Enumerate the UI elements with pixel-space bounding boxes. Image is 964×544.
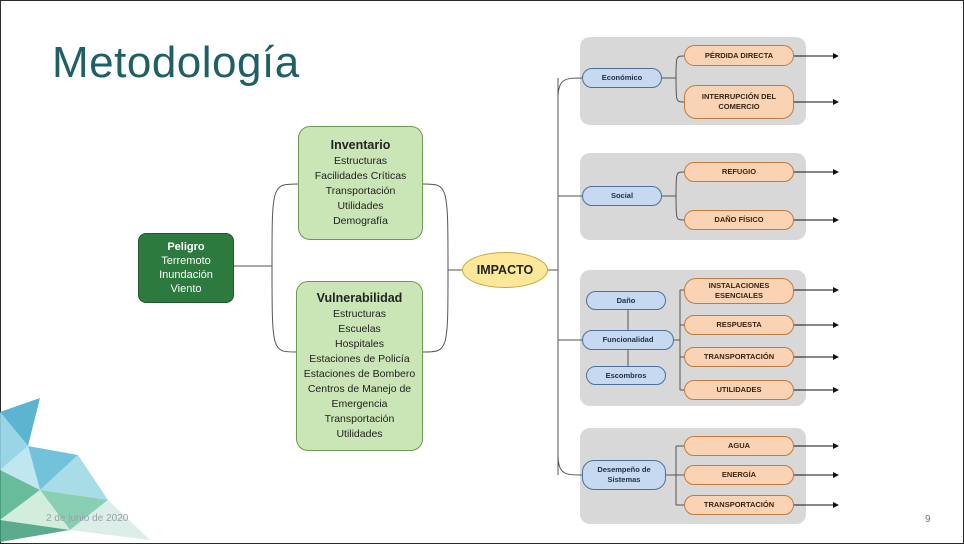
escombros-pill: Escombros	[586, 366, 666, 385]
vulnerabilidad-item: Emergencia	[331, 398, 388, 410]
inventario-item: Transportación	[325, 185, 396, 197]
footer-date: 2 de junio de 2020	[46, 513, 129, 524]
vulnerabilidad-title: Vulnerabilidad	[316, 291, 403, 305]
outcome-perdida-directa: PÉRDIDA DIRECTA	[684, 45, 794, 66]
inventario-item: Facilidades Críticas	[314, 170, 407, 182]
inventario-item: Demografía	[333, 215, 388, 227]
inventario-title: Inventario	[330, 138, 391, 152]
vulnerabilidad-item: Estructuras	[332, 308, 387, 320]
outcome-utilidades: UTILIDADES	[684, 380, 794, 400]
economico-pill: Económico	[582, 68, 662, 88]
outcome-energia: ENERGÍA	[684, 465, 794, 485]
vulnerabilidad-item: Centros de Manejo de	[307, 383, 412, 395]
outcome-dano-fisico: DAÑO FÍSICO	[684, 210, 794, 230]
outcome-refugio: REFUGIO	[684, 162, 794, 182]
inventario-node: Inventario Estructuras Facilidades Críti…	[298, 126, 423, 240]
page-number: 9	[925, 514, 931, 525]
vulnerabilidad-item: Escuelas	[338, 323, 381, 335]
desempeno-sistemas-pill: Desempeño de Sistemas	[582, 460, 666, 490]
vulnerabilidad-node: Vulnerabilidad Estructuras Escuelas Hosp…	[296, 281, 423, 451]
inventario-item: Estructuras	[333, 155, 388, 167]
peligro-item: Terremoto	[161, 255, 211, 267]
funcionalidad-pill: Funcionalidad	[582, 330, 674, 350]
vulnerabilidad-item: Transportación	[324, 413, 395, 425]
impacto-node: IMPACTO	[462, 252, 548, 288]
vulnerabilidad-item: Hospitales	[334, 338, 385, 350]
vulnerabilidad-item: Estaciones de Policía	[309, 353, 410, 365]
vulnerabilidad-item: Utilidades	[336, 428, 383, 440]
slide-title: Metodología	[52, 38, 300, 87]
inventario-item: Utilidades	[337, 200, 384, 212]
decorative-triangles	[0, 398, 150, 542]
peligro-item: Viento	[170, 283, 202, 295]
peligro-item: Inundación	[159, 269, 213, 281]
dano-pill: Daño	[586, 291, 666, 310]
outcome-agua: AGUA	[684, 436, 794, 456]
social-pill: Social	[582, 186, 662, 206]
outcome-transportacion: TRANSPORTACIÓN	[684, 347, 794, 367]
outcome-instalaciones-esenciales: INSTALACIONES ESENCIALES	[684, 278, 794, 304]
outcome-interrupcion-comercio: INTERRUPCIÓN DEL COMERCIO	[684, 85, 794, 119]
outcome-transportacion-sistemas: TRANSPORTACIÓN	[684, 495, 794, 515]
peligro-title: Peligro	[167, 241, 205, 253]
vulnerabilidad-item: Estaciones de Bombero	[303, 368, 416, 380]
peligro-node: Peligro Terremoto Inundación Viento	[138, 233, 234, 303]
outcome-respuesta: RESPUESTA	[684, 315, 794, 335]
